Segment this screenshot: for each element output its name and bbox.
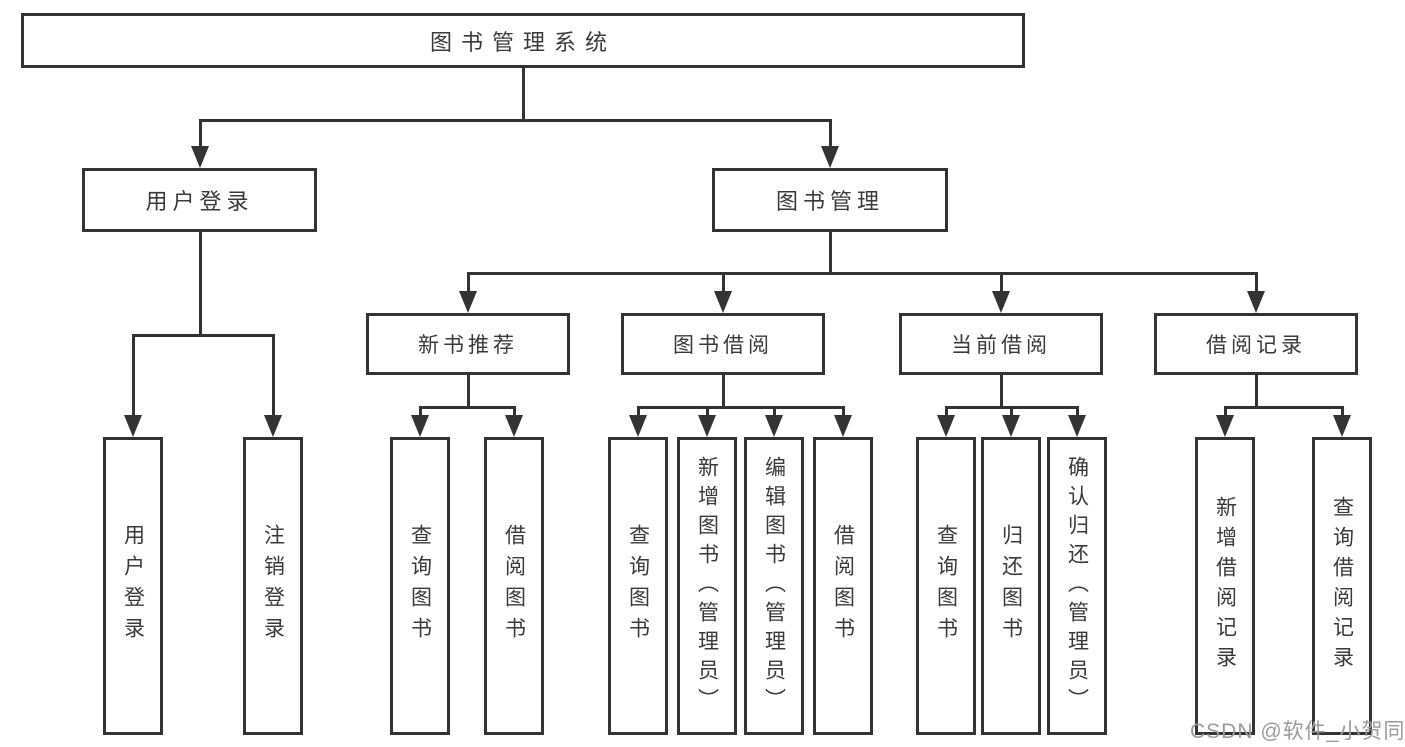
edge-records-bus bbox=[1224, 406, 1344, 409]
node-book-borrow: 图书借阅 bbox=[621, 313, 825, 375]
leaf-edit-books-admin: 编辑图书（管理员） bbox=[744, 437, 804, 735]
arrowhead-add-record bbox=[1216, 415, 1234, 437]
arrowhead-current-borrow bbox=[992, 291, 1010, 313]
edge-drop-borrow-records bbox=[1255, 272, 1258, 293]
leaf-recommend-borrow-books-label: 借阅图书 bbox=[502, 524, 526, 648]
arrowhead-recommend-borrow bbox=[505, 415, 523, 437]
leaf-current-query-books: 查询图书 bbox=[916, 437, 976, 735]
edge-login-bus bbox=[132, 334, 275, 337]
edge-drop-user-login bbox=[199, 119, 202, 148]
node-borrow-records-label: 借阅记录 bbox=[1206, 334, 1306, 357]
edge-drop-current-borrow bbox=[1000, 272, 1003, 293]
leaf-borrow-query-books-label: 查询图书 bbox=[626, 524, 650, 648]
edge-root-stub bbox=[522, 68, 525, 122]
arrowhead-borrow-query bbox=[629, 415, 647, 437]
edge-drop-recommend-borrow bbox=[513, 406, 516, 418]
arrowhead-leaf-user-login bbox=[124, 415, 142, 437]
arrowhead-new-book-recommend bbox=[459, 291, 477, 313]
node-library-system: 图书管理系统 bbox=[21, 13, 1025, 68]
leaf-recommend-query-books: 查询图书 bbox=[390, 437, 450, 735]
leaf-confirm-return-admin-label: 确认归还（管理员） bbox=[1065, 455, 1089, 717]
arrowhead-edit-books bbox=[765, 415, 783, 437]
arrowhead-book-borrow bbox=[714, 291, 732, 313]
edge-borrow-bus bbox=[637, 406, 845, 409]
edge-borrow-stub bbox=[722, 375, 725, 409]
node-user-login-label: 用户登录 bbox=[145, 189, 254, 214]
leaf-borrow-query-books: 查询图书 bbox=[608, 437, 668, 735]
edge-drop-book-borrow bbox=[722, 272, 725, 293]
leaf-query-borrow-record-label: 查询借阅记录 bbox=[1330, 496, 1354, 676]
leaf-add-borrow-record: 新增借阅记录 bbox=[1195, 437, 1255, 735]
edge-drop-borrow-query bbox=[637, 406, 640, 418]
leaf-logout: 注销登录 bbox=[243, 437, 303, 735]
leaf-recommend-query-books-label: 查询图书 bbox=[408, 524, 432, 648]
leaf-query-borrow-record: 查询借阅记录 bbox=[1312, 437, 1372, 735]
leaf-recommend-borrow-books: 借阅图书 bbox=[484, 437, 544, 735]
leaf-user-login: 用户登录 bbox=[103, 437, 163, 735]
node-current-borrow: 当前借阅 bbox=[899, 313, 1103, 375]
node-current-borrow-label: 当前借阅 bbox=[951, 334, 1051, 357]
node-book-management-label: 图书管理 bbox=[775, 189, 884, 214]
arrowhead-current-query bbox=[937, 415, 955, 437]
arrowhead-return-books bbox=[1002, 415, 1020, 437]
arrowhead-confirm-return bbox=[1068, 415, 1086, 437]
node-borrow-records: 借阅记录 bbox=[1154, 313, 1358, 375]
leaf-return-books: 归还图书 bbox=[981, 437, 1041, 735]
node-book-borrow-label: 图书借阅 bbox=[673, 334, 773, 357]
node-library-system-label: 图书管理系统 bbox=[429, 29, 616, 55]
edge-records-stub bbox=[1255, 375, 1258, 409]
edge-drop-book-management bbox=[829, 119, 832, 148]
edge-drop-edit-books bbox=[773, 406, 776, 418]
edge-drop-leaf-logout bbox=[272, 334, 275, 418]
node-new-book-recommend-label: 新书推荐 bbox=[418, 334, 518, 357]
edge-drop-query-record bbox=[1341, 406, 1344, 418]
edge-drop-new-book-recommend bbox=[467, 272, 470, 293]
edge-recommend-stub bbox=[467, 375, 470, 409]
leaf-add-books-admin-label: 新增图书（管理员） bbox=[695, 455, 719, 717]
arrowhead-recommend-query bbox=[411, 415, 429, 437]
edge-drop-leaf-user-login bbox=[132, 334, 135, 418]
leaf-confirm-return-admin: 确认归还（管理员） bbox=[1047, 437, 1107, 735]
leaf-return-books-label: 归还图书 bbox=[999, 524, 1023, 648]
arrowhead-leaf-logout bbox=[264, 415, 282, 437]
edge-drop-add-books bbox=[706, 406, 709, 418]
edge-recommend-bus bbox=[419, 406, 516, 409]
arrowhead-query-record bbox=[1333, 415, 1351, 437]
leaf-user-login-label: 用户登录 bbox=[121, 524, 145, 648]
edge-level2-bus bbox=[199, 119, 832, 122]
leaf-add-books-admin: 新增图书（管理员） bbox=[677, 437, 737, 735]
edge-book-management-stub bbox=[829, 232, 832, 275]
edge-user-login-stub bbox=[199, 232, 202, 337]
leaf-borrow-books: 借阅图书 bbox=[813, 437, 873, 735]
edge-drop-return-books bbox=[1010, 406, 1013, 418]
arrowhead-borrow-books bbox=[834, 415, 852, 437]
arrowhead-user-login bbox=[191, 146, 209, 168]
node-book-management: 图书管理 bbox=[712, 168, 948, 232]
edge-level3-bus bbox=[467, 272, 1258, 275]
leaf-edit-books-admin-label: 编辑图书（管理员） bbox=[762, 455, 786, 717]
edge-drop-current-query bbox=[945, 406, 948, 418]
leaf-add-borrow-record-label: 新增借阅记录 bbox=[1213, 496, 1237, 676]
node-new-book-recommend: 新书推荐 bbox=[366, 313, 570, 375]
node-user-login: 用户登录 bbox=[82, 168, 317, 232]
arrowhead-add-books bbox=[698, 415, 716, 437]
leaf-logout-label: 注销登录 bbox=[261, 524, 285, 648]
csdn-watermark: CSDN @软件_小贺同学 bbox=[1190, 720, 1405, 743]
leaf-borrow-books-label: 借阅图书 bbox=[831, 524, 855, 648]
edge-current-stub bbox=[1000, 375, 1003, 409]
arrowhead-book-management bbox=[821, 146, 839, 168]
edge-drop-add-record bbox=[1224, 406, 1227, 418]
edge-drop-borrow-books bbox=[842, 406, 845, 418]
arrowhead-borrow-records bbox=[1247, 291, 1265, 313]
edge-drop-confirm-return bbox=[1076, 406, 1079, 418]
edge-drop-recommend-query bbox=[419, 406, 422, 418]
leaf-current-query-books-label: 查询图书 bbox=[934, 524, 958, 648]
